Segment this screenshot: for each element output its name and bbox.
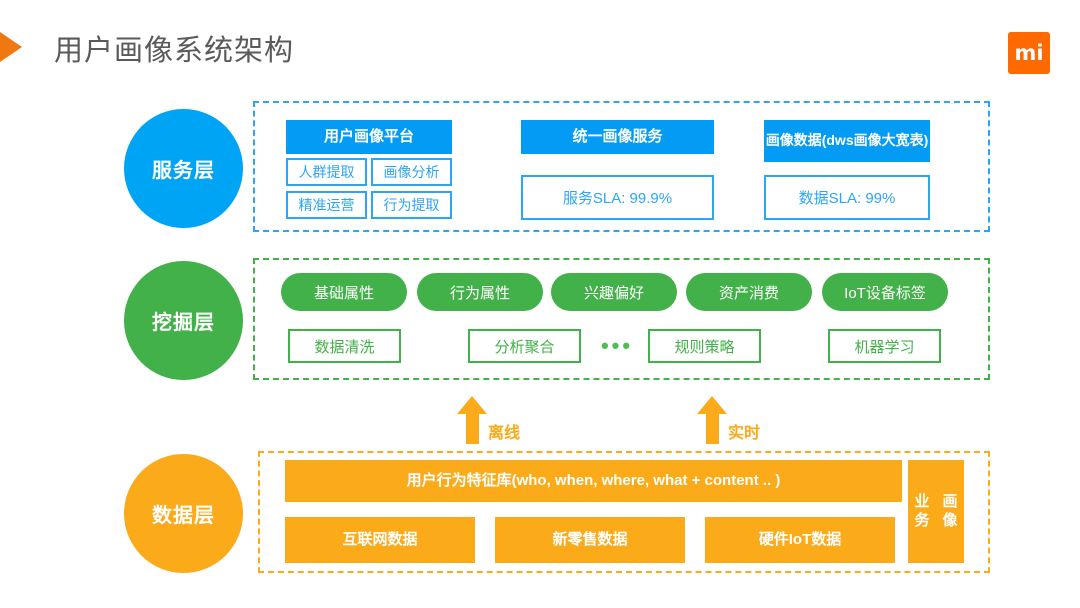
service-platform-cell[interactable]: 画像分析	[371, 158, 452, 186]
service-dws-sla: 数据SLA: 99%	[764, 175, 930, 220]
data-source-box[interactable]: 新零售数据	[495, 517, 685, 563]
layer-circle-mining-label: 挖掘层	[152, 312, 215, 334]
mining-method-box[interactable]: 数据清洗	[288, 329, 401, 363]
service-platform-header: 用户画像平台	[286, 120, 452, 154]
layer-circle-data: 数据层	[124, 454, 243, 573]
layer-circle-data-label: 数据层	[152, 505, 215, 527]
header-bar: 用户画像系统架构 mi	[0, 0, 1080, 92]
flow-label-realtime: 实时	[728, 425, 761, 442]
data-business-profile-box[interactable]: 业务 画像	[908, 460, 964, 563]
mining-tag-pill[interactable]: 行为属性	[417, 273, 543, 311]
arrow-up-icon-realtime	[697, 396, 727, 444]
mining-ellipsis-icon: •••	[600, 333, 634, 358]
data-source-box[interactable]: 硬件IoT数据	[705, 517, 895, 563]
mining-method-box[interactable]: 规则策略	[648, 329, 761, 363]
page-title: 用户画像系统架构	[54, 35, 295, 67]
mining-method-box[interactable]: 机器学习	[828, 329, 941, 363]
flow-label-offline: 离线	[488, 425, 521, 442]
data-feature-store-box[interactable]: 用户行为特征库(who, when, where, what + content…	[285, 460, 902, 502]
service-dws-header: 画像数据 (dws画像大宽表)	[764, 120, 930, 162]
service-platform-cell[interactable]: 人群提取	[286, 158, 367, 186]
xiaomi-logo: mi	[1008, 32, 1050, 74]
arrow-shaft	[466, 412, 479, 444]
data-source-box[interactable]: 互联网数据	[285, 517, 475, 563]
mining-tag-pill[interactable]: 兴趣偏好	[551, 273, 677, 311]
mi-logo-text: mi	[1014, 41, 1044, 65]
arrow-head	[457, 396, 487, 414]
mining-method-box[interactable]: 分析聚合	[468, 329, 581, 363]
data-layer-container	[258, 451, 990, 573]
service-platform-cell[interactable]: 行为提取	[371, 191, 452, 219]
triangle-right-icon	[0, 32, 22, 62]
data-business-profile-line1: 业务	[914, 492, 930, 529]
arrow-shaft	[706, 412, 719, 444]
arrow-up-icon-offline	[457, 396, 487, 444]
layer-circle-mining: 挖掘层	[124, 261, 243, 380]
service-dws-header-line2: (dws画像大宽表)	[821, 132, 929, 149]
arrow-head	[697, 396, 727, 414]
service-dws-header-line1: 画像数据	[765, 132, 822, 149]
mining-tag-pill[interactable]: 资产消费	[686, 273, 812, 311]
service-layer-container	[253, 101, 990, 232]
service-unified-header: 统一画像服务	[521, 120, 714, 154]
data-business-profile-line2: 画像	[942, 492, 958, 529]
layer-circle-service: 服务层	[124, 109, 243, 228]
mining-layer-container	[253, 258, 990, 380]
service-unified-sla: 服务SLA: 99.9%	[521, 175, 714, 220]
mining-tag-pill[interactable]: 基础属性	[281, 273, 407, 311]
layer-circle-service-label: 服务层	[152, 160, 215, 182]
mining-tag-pill[interactable]: IoT设备标签	[822, 273, 948, 311]
service-platform-cell[interactable]: 精准运营	[286, 191, 367, 219]
